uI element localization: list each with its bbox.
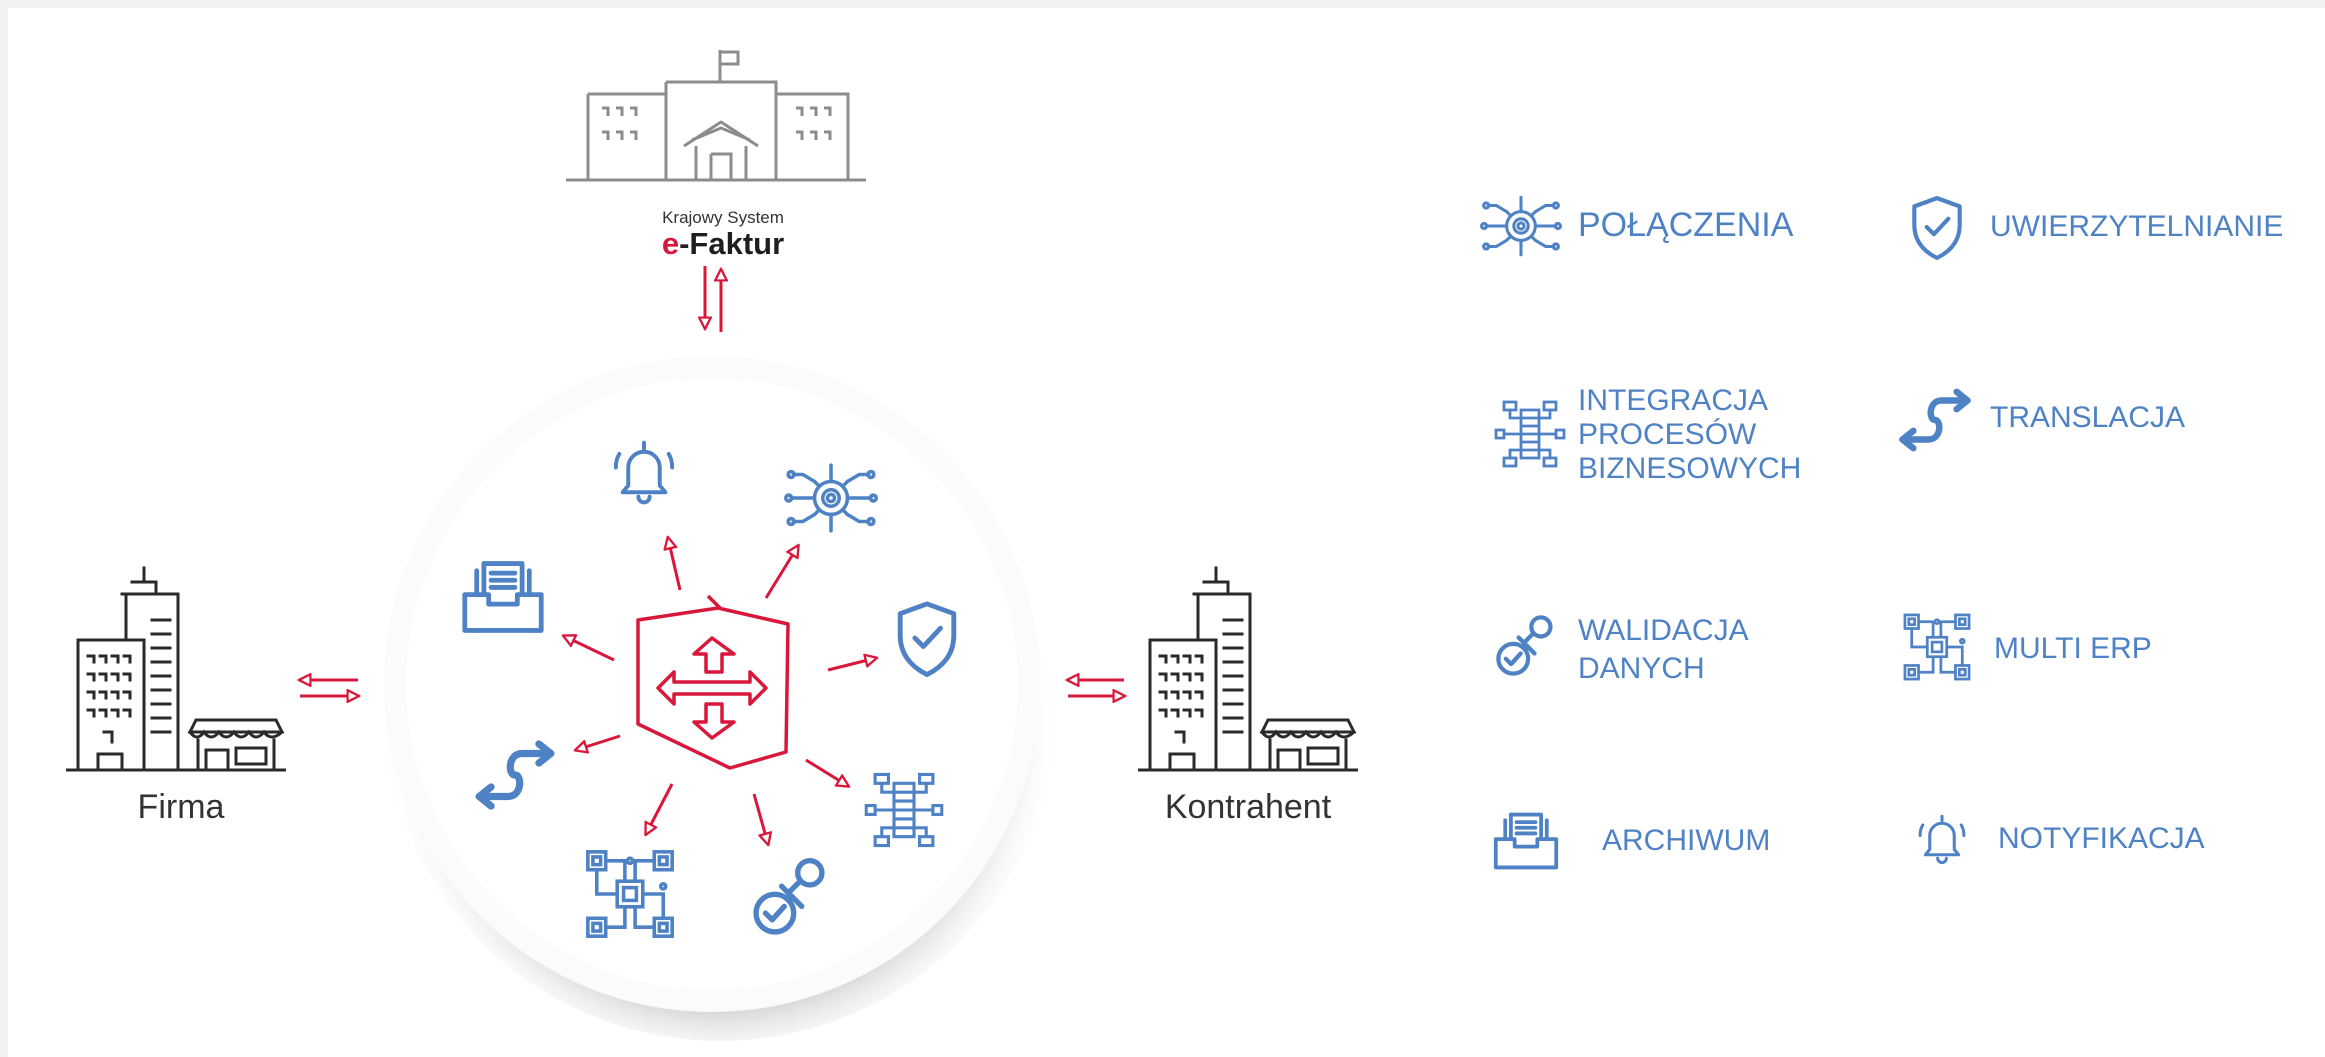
- ksef-small-label: Krajowy System: [662, 208, 784, 227]
- legend-label: TRANSLACJA: [1990, 401, 2186, 434]
- legend-item-integracja: INTEGRACJA PROCESÓW BIZNESOWYCH: [1578, 384, 1801, 486]
- government-building-icon: [566, 48, 866, 182]
- legend-item-polaczenia: POŁĄCZENIA: [1578, 208, 1793, 242]
- legend-server-network-icon: [1494, 400, 1566, 468]
- ksef-exchange-arrows: [705, 266, 721, 332]
- legend-item-multi-erp: MULTI ERP: [1994, 632, 2152, 666]
- legend-item-notyfikacja: NOTYFIKACJA: [1998, 822, 2205, 856]
- hub-arrows-icon: [636, 594, 790, 770]
- flow-diagram: [66, 48, 2325, 1041]
- legend-label: NOTYFIKACJA: [1998, 822, 2205, 855]
- legend-item-archiwum: ARCHIWUM: [1602, 824, 1770, 858]
- ksef-brand-prefix: e: [661, 226, 680, 261]
- legend-stamp-check-icon: [1498, 617, 1550, 673]
- ksef-brand-name: -Faktur: [679, 226, 785, 261]
- legend-exchange-icon: [1903, 392, 1968, 448]
- legend-label: PROCESÓW: [1578, 418, 1757, 451]
- legend-gear-network-icon: [1480, 195, 1562, 257]
- legend-label: ARCHIWUM: [1602, 824, 1771, 857]
- legend-item-uwierzytelnianie: UWIERZYTELNIANIE: [1990, 210, 2283, 244]
- legend-label: BIZNESOWYCH: [1578, 452, 1802, 485]
- legend-item-translacja: TRANSLACJA: [1990, 401, 2185, 435]
- legend-label: UWIERZYTELNIANIE: [1990, 210, 2284, 243]
- legend-bell-icon: [1918, 814, 1966, 865]
- kontrahent-label: Kontrahent: [1164, 788, 1332, 826]
- legend-label: POŁĄCZENIA: [1578, 206, 1794, 244]
- legend-label: WALIDACJA: [1578, 614, 1749, 647]
- legend-item-walidacja: WALIDACJA DANYCH: [1578, 612, 1749, 688]
- kontrahent-exchange-arrows: [1068, 680, 1124, 696]
- partner-building-icon: [1138, 566, 1358, 772]
- hub-spoke-arrows: [564, 538, 876, 844]
- legend-chip-network-icon: [1903, 613, 1971, 681]
- ksef-brand: e-Faktur: [598, 226, 848, 262]
- legend-archive-tray-icon: [1496, 815, 1556, 868]
- legend-label: INTEGRACJA: [1578, 384, 1769, 417]
- firma-exchange-arrows: [300, 680, 358, 696]
- hub-circle: [406, 378, 1018, 990]
- company-building-icon: [66, 566, 286, 772]
- firma-label: Firma: [137, 788, 225, 826]
- legend-label: MULTI ERP: [1994, 632, 2152, 665]
- legend-shield-check-icon: [1914, 198, 1959, 258]
- diagram-card: Krajowy System e-Faktur Firma Kontrahent…: [8, 8, 2325, 1057]
- legend-label: DANYCH: [1578, 652, 1705, 685]
